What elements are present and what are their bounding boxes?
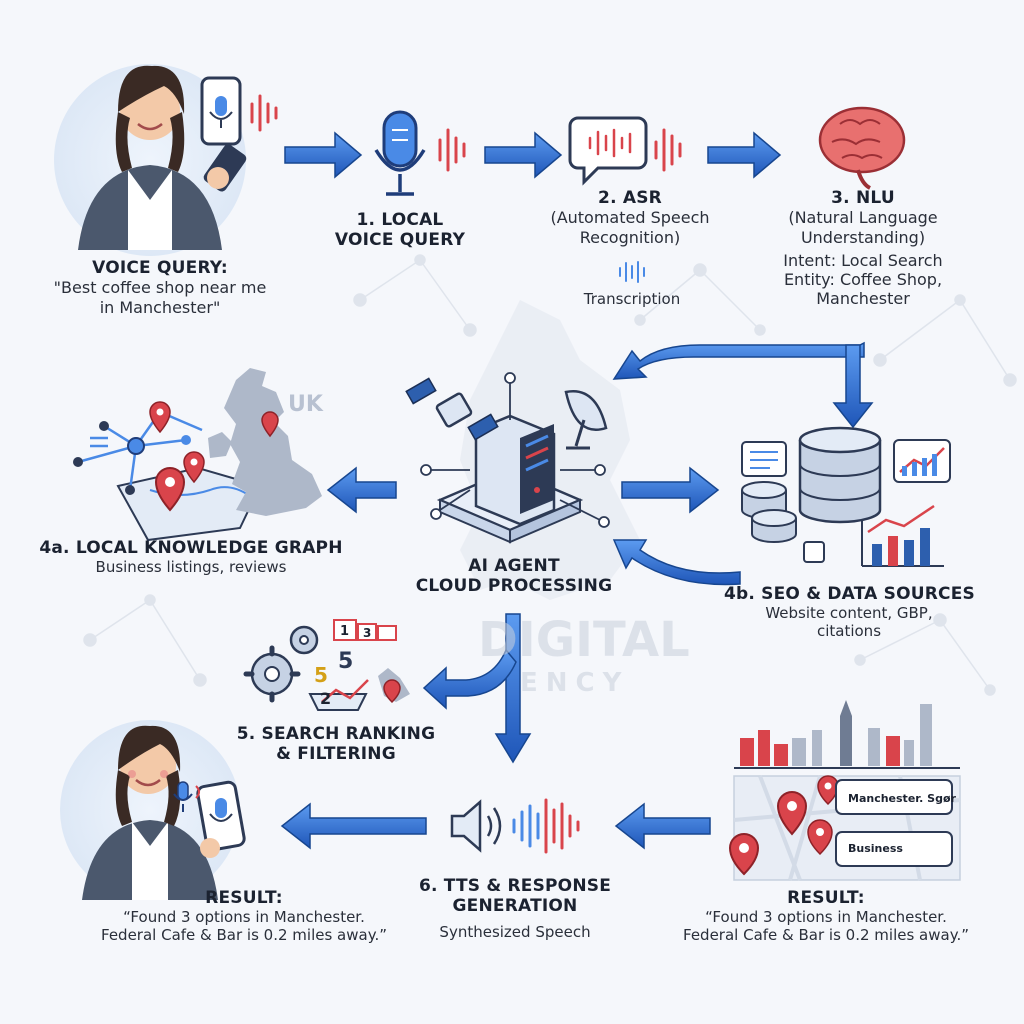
knowledge-graph-icon [73, 410, 262, 542]
arrow-left-to-graph [326, 466, 397, 514]
result-left-title: RESULT: [205, 888, 283, 908]
trend-chart-icon [893, 439, 951, 483]
uk-map-label: UK [288, 392, 323, 417]
ranking-boards-icon [308, 619, 410, 711]
arrow-right-1 [284, 131, 363, 179]
step1-line2: VOICE QUERY [334, 230, 466, 251]
rank-label-3: 3 [363, 626, 371, 640]
microphone-icon [374, 110, 426, 196]
uk-map-icon [208, 368, 322, 516]
satellite-dish-icon [564, 390, 608, 450]
map-card-1-label: Manchester. Sgør [848, 792, 956, 805]
step2-label: 2. ASR (Automated Speech Recognition) [540, 188, 720, 247]
result-left-line1: “Found 3 options in Manchester. [123, 908, 365, 927]
voice-query-title: VOICE QUERY: [92, 258, 228, 278]
map-pin-result-icon [728, 775, 839, 876]
sound-wave-icon-3 [654, 128, 682, 172]
voice-query-quote-1: "Best coffee shop near me [53, 278, 267, 298]
step3-line2: Understanding) [800, 227, 926, 247]
step6-line1: 6. TTS & RESPONSE [418, 876, 612, 896]
arrow-left-bottom-2 [614, 802, 711, 850]
sound-wave-icon-2 [438, 128, 466, 172]
arrow-right-3 [707, 131, 782, 179]
city-skyline-icon [734, 700, 960, 769]
branch-arrow [422, 613, 532, 764]
server-icon [436, 414, 584, 544]
map-pin-icon [149, 401, 205, 512]
step1-line1: 1. LOCAL [356, 210, 444, 230]
rank-label-5b: 5 [338, 649, 353, 674]
step3-intent: Intent: Local Search [783, 250, 943, 270]
audio-wave-icon [512, 798, 580, 854]
step3-entity-2: Manchester [816, 289, 910, 309]
arrow-right-to-data [621, 466, 720, 514]
phone-result-icon [196, 780, 246, 858]
result-card-2 [835, 831, 953, 867]
step5-line2: & FILTERING [276, 744, 396, 765]
curved-arrow-data-to-ai [612, 539, 741, 586]
step2-caption: Transcription [583, 290, 681, 308]
step4a-label: 4a. LOCAL KNOWLEDGE GRAPH Business listi… [36, 538, 346, 576]
arrow-right-2 [484, 131, 563, 179]
step3-title: 3. NLU [831, 188, 895, 208]
step4b-title: 4b. SEO & DATA SOURCES [724, 584, 975, 604]
result-right-title: RESULT: [787, 888, 865, 908]
step1-label: 1. LOCAL VOICE QUERY [320, 210, 480, 251]
transcription-wave-icon [619, 261, 645, 283]
step4b-line1: Website content, GBP, [765, 604, 933, 623]
small-mic-icon [173, 781, 200, 812]
database-icon [741, 426, 882, 543]
result-right-line1: “Found 3 options in Manchester. [705, 908, 947, 927]
speaker-icon [450, 799, 502, 853]
step4b-line2: citations [816, 622, 882, 641]
curved-arrow-to-ai [612, 341, 874, 429]
step2-line1: (Automated Speech [550, 208, 710, 228]
ai-agent-line2: CLOUD PROCESSING [415, 576, 613, 597]
step4a-title: 4a. LOCAL KNOWLEDGE GRAPH [39, 538, 343, 558]
document-icon [741, 441, 787, 477]
step2-line2: Recognition) [579, 227, 681, 247]
brain-icon [818, 106, 906, 190]
ai-agent-label: AI AGENT CLOUD PROCESSING [414, 556, 614, 597]
result-right-label: RESULT: “Found 3 options in Manchester. … [656, 888, 996, 944]
speech-bubble-icon [568, 116, 648, 186]
bar-chart-icon [861, 504, 944, 567]
map-card-2-label: Business [848, 842, 903, 855]
step4a-caption: Business listings, reviews [95, 558, 287, 577]
step6-caption: Synthesized Speech [439, 922, 591, 941]
ai-connection-lines [420, 372, 610, 528]
result-right-line2: Federal Cafe & Bar is 0.2 miles away.” [683, 926, 969, 945]
woman-bottom-illustration [60, 720, 240, 900]
step3-entity-1: Entity: Coffee Shop, [783, 269, 943, 289]
step3-label: 3. NLU (Natural Language Understanding) … [768, 188, 958, 308]
step5-label: 5. SEARCH RANKING & FILTERING [236, 724, 436, 765]
gears-icon [243, 625, 319, 703]
result-left-line2: Federal Cafe & Bar is 0.2 miles away.” [101, 926, 387, 945]
rank-label-5a: 5 [314, 663, 328, 687]
phone-mic-icon [200, 76, 242, 146]
checkbox-icon [803, 541, 825, 563]
voice-query-label: VOICE QUERY: "Best coffee shop near me i… [40, 258, 280, 317]
watermark-line1: DIGITAL [478, 612, 690, 668]
woman-top-illustration [54, 64, 247, 256]
step6-line2: GENERATION [452, 896, 578, 917]
rank-label-1: 1 [340, 624, 349, 639]
arrow-left-bottom-1 [280, 802, 427, 850]
watermark-line2: ENCY [520, 668, 630, 698]
satellite-icon [405, 377, 499, 441]
step3-line1: (Natural Language [788, 208, 938, 228]
step2-title: 2. ASR [598, 188, 662, 208]
ai-agent-line1: AI AGENT [468, 556, 560, 576]
step6-label: 6. TTS & RESPONSE GENERATION Synthesized… [410, 876, 620, 941]
rank-label-2: 2 [320, 689, 331, 708]
step4b-label: 4b. SEO & DATA SOURCES Website content, … [724, 584, 975, 641]
result-left-label: RESULT: “Found 3 options in Manchester. … [74, 888, 414, 944]
sound-wave-icon [250, 94, 278, 132]
background-network-decoration [83, 254, 1017, 696]
step5-line1: 5. SEARCH RANKING [236, 724, 436, 744]
result-card-1 [835, 779, 953, 815]
voice-query-quote-2: in Manchester" [99, 297, 221, 317]
